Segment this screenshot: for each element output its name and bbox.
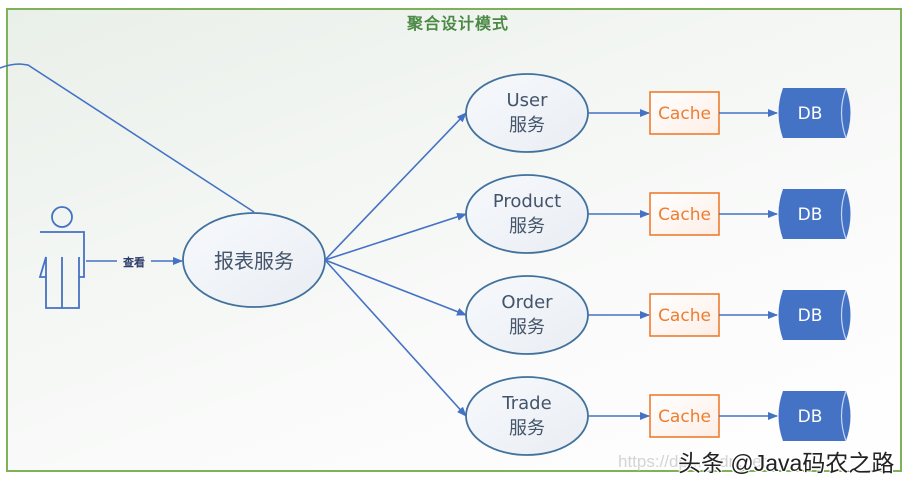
db-cylinder-cap	[840, 289, 847, 341]
db-label: DB	[798, 205, 823, 225]
aggregator-label: 报表服务	[214, 249, 294, 273]
service-suffix: 服务	[509, 418, 545, 439]
cache-label: Cache	[658, 407, 711, 427]
edge-label-view: 查看	[123, 255, 145, 269]
cache-node-product[interactable]: Cache	[649, 192, 720, 236]
fanout-edge-order	[324, 259, 467, 316]
db-cylinder-icon	[778, 290, 851, 340]
cache-node-trade[interactable]: Cache	[649, 394, 720, 438]
user-actor-icon	[38, 206, 85, 309]
db-cylinder-icon	[778, 88, 851, 138]
db-cylinder-cap	[840, 188, 847, 240]
cache-label: Cache	[658, 104, 711, 124]
db-label: DB	[798, 407, 823, 427]
service-node-order[interactable]: Order 服务	[465, 275, 589, 355]
db-label: DB	[798, 104, 823, 124]
fanout-edge-product	[324, 212, 467, 261]
db-cylinder-cap	[840, 87, 847, 139]
db-node-trade[interactable]: DB	[778, 390, 851, 442]
fanout-edge-trade	[324, 259, 467, 417]
service-node-trade[interactable]: Trade 服务	[465, 376, 589, 456]
watermark: 头条 @Java码农之路	[678, 450, 895, 476]
service-suffix: 服务	[509, 317, 545, 338]
watermark-url: https://dp...csdn.net	[618, 452, 767, 471]
db-label: DB	[798, 306, 823, 326]
service-node-user[interactable]: User 服务	[465, 73, 589, 153]
db-node-product[interactable]: DB	[778, 188, 851, 240]
diagram-title: 聚合设计模式	[406, 14, 509, 33]
service-suffix: 服务	[509, 115, 545, 136]
db-cylinder-icon	[778, 189, 851, 239]
diagram-frame	[6, 8, 902, 472]
db-cylinder-icon	[778, 391, 851, 441]
db-node-user[interactable]: DB	[778, 87, 851, 139]
edge-label-bg	[117, 253, 151, 269]
fanout-edge-user	[324, 112, 467, 261]
cache-node-order[interactable]: Cache	[649, 293, 720, 337]
aggregator-node[interactable]: 报表服务	[182, 212, 326, 308]
external-connector-line	[0, 63, 255, 213]
db-cylinder-cap	[840, 390, 847, 442]
service-suffix: 服务	[509, 216, 545, 237]
service-name: Product	[493, 191, 561, 212]
service-name: Order	[501, 292, 553, 313]
service-name: User	[506, 90, 548, 111]
cache-label: Cache	[658, 306, 711, 326]
service-node-product[interactable]: Product 服务	[465, 174, 589, 254]
service-name: Trade	[501, 393, 551, 414]
cache-node-user[interactable]: Cache	[649, 91, 720, 135]
cache-label: Cache	[658, 205, 711, 225]
db-node-order[interactable]: DB	[778, 289, 851, 341]
